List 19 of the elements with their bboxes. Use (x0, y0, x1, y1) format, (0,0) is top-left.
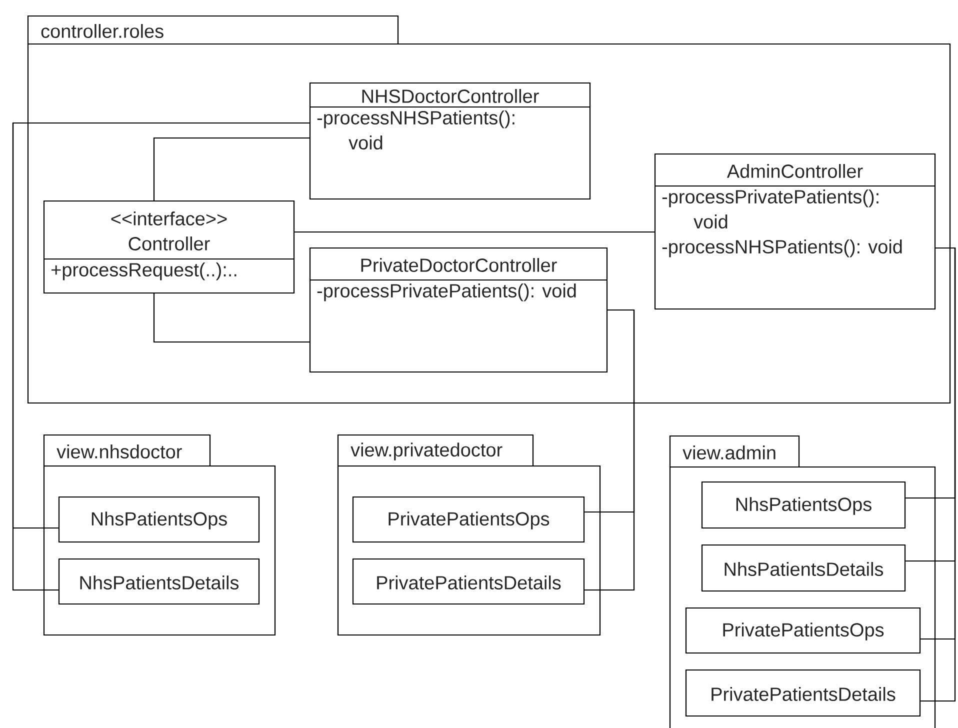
class-box: NhsPatientsOps (701, 481, 906, 529)
class-box: NhsPatientsOps (58, 496, 260, 543)
class-box: NhsPatientsDetails (58, 558, 260, 605)
connector-line (153, 137, 310, 200)
node-label: view.privatedoctor (350, 442, 502, 460)
class-box: <<interface>> Controller +processRequest(..):.. (43, 200, 295, 294)
class-box: PrivatePatientsOps (685, 607, 921, 654)
class-box: AdminController -processPrivatePatients(): void -processNHSPatients(): void (654, 153, 936, 310)
connector-line (153, 294, 310, 343)
class-box: NhsPatientsDetails (701, 544, 906, 592)
class-box: NHSDoctorController -processNHSPatients(): void (309, 82, 591, 200)
connector-line (584, 309, 635, 591)
class-box: PrivatePatientsOps (352, 496, 585, 543)
node-label: view.nhsdoctor (56, 444, 182, 458)
node-label: controller.roles (41, 24, 164, 38)
class-box: PrivatePatientsDetails (685, 669, 921, 717)
connector-line (294, 231, 654, 233)
class-box: PrivatePatientsDetails (352, 558, 585, 605)
class-box: PrivateDoctorController -processPrivatePatients(): void (309, 247, 608, 373)
